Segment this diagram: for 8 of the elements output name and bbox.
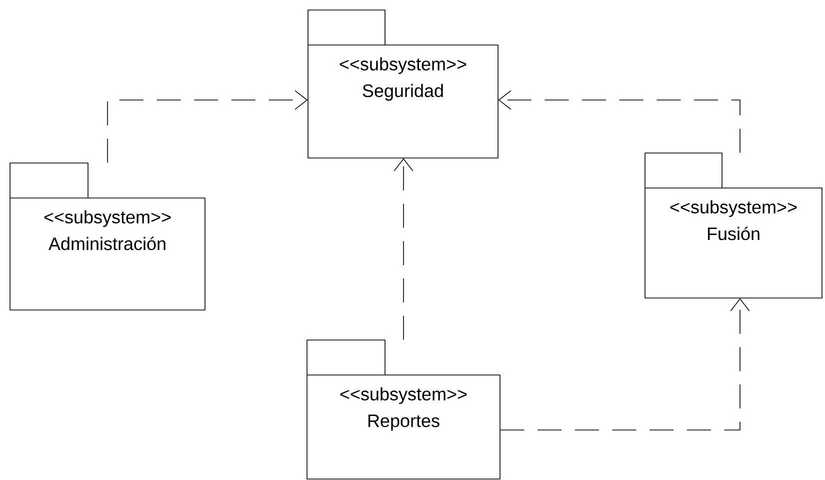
dependency-arrow (498, 90, 740, 154)
package-box: <<subsystem>> Seguridad (308, 10, 498, 158)
package-box: <<subsystem>> Administración (10, 162, 206, 310)
dependency-arrow (107, 90, 308, 164)
dependency-arrow (500, 298, 750, 430)
dependency-arrow (394, 158, 414, 340)
package-box: <<subsystem>> Fusión (644, 152, 822, 298)
package-box: <<subsystem>> Reportes (306, 340, 500, 480)
